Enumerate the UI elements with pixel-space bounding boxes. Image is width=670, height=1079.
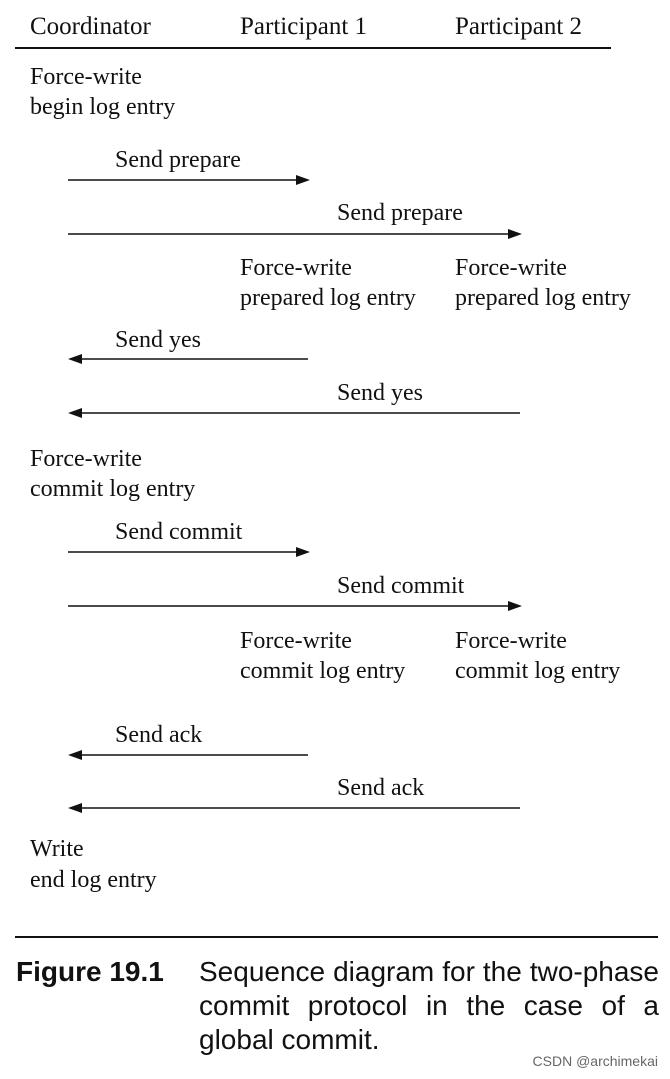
- arrow-yes-from-p2: [68, 408, 520, 418]
- header-rule: [15, 47, 611, 49]
- message-label-commit-p2: Send commit: [337, 573, 465, 599]
- note-coordinator-commit-line1: Force-write: [30, 446, 142, 472]
- figure-number: Figure 19.1: [16, 956, 164, 987]
- arrow-ack-from-p2: [68, 803, 520, 813]
- note-p2-commit-line1: Force-write: [455, 628, 567, 654]
- message-label-prepare-p2: Send prepare: [337, 200, 463, 226]
- arrow-commit-to-p1: [68, 547, 310, 557]
- message-label-commit-p1: Send commit: [115, 519, 243, 545]
- note-coordinator-end-line1: Write: [30, 836, 84, 862]
- note-coordinator-begin-line2: begin log entry: [30, 94, 176, 120]
- arrow-prepare-to-p1: [68, 175, 310, 185]
- message-label-yes-p2: Send yes: [337, 380, 423, 406]
- note-coordinator-end-line2: end log entry: [30, 867, 157, 893]
- note-p1-commit-line1: Force-write: [240, 628, 352, 654]
- note-p2-prepared-line1: Force-write: [455, 255, 567, 281]
- message-label-ack-p1: Send ack: [115, 722, 203, 748]
- arrow-yes-from-p1: [68, 354, 308, 364]
- caption-text: Sequence diagram for the two-phase commi…: [199, 956, 659, 1055]
- message-label-ack-p2: Send ack: [337, 775, 425, 801]
- note-p1-commit-line2: commit log entry: [240, 658, 406, 684]
- note-coordinator-commit-line2: commit log entry: [30, 476, 196, 502]
- message-label-prepare-p1: Send prepare: [115, 147, 241, 173]
- arrow-commit-to-p2: [68, 601, 522, 611]
- watermark: CSDN @archimekai: [532, 1053, 658, 1069]
- note-p2-prepared-line2: prepared log entry: [455, 285, 631, 311]
- note-p1-prepared-line2: prepared log entry: [240, 285, 416, 311]
- note-p1-prepared-line1: Force-write: [240, 255, 352, 281]
- message-label-yes-p1: Send yes: [115, 327, 201, 353]
- header-participant-2: Participant 2: [455, 13, 583, 40]
- note-coordinator-begin-line1: Force-write: [30, 64, 142, 90]
- arrow-ack-from-p1: [68, 750, 308, 760]
- header-participant-1: Participant 1: [240, 13, 368, 40]
- note-p2-commit-line2: commit log entry: [455, 658, 621, 684]
- arrow-prepare-to-p2: [68, 229, 522, 239]
- caption-rule: [15, 936, 658, 938]
- header-coordinator: Coordinator: [30, 13, 151, 40]
